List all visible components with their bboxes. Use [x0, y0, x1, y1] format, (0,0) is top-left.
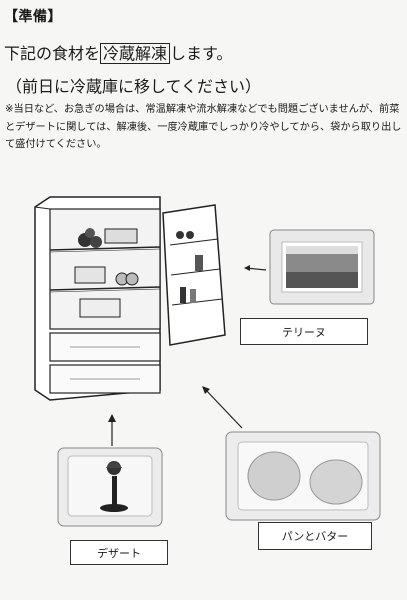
- instruction-prefix: 下記の食材を: [4, 44, 101, 63]
- instruction-line: 下記の食材を冷蔵解凍します。: [4, 40, 232, 64]
- terrine-package-image: [269, 229, 375, 305]
- item-label-bread-butter: パンとバター: [258, 522, 372, 550]
- dessert-package-image: [57, 447, 163, 527]
- bread-package-image: [225, 431, 381, 521]
- instruction-subline: （前日に冷蔵庫に移してください）: [6, 77, 262, 96]
- refrigerator-illustration: [34, 196, 226, 401]
- instruction-suffix: します。: [170, 44, 233, 63]
- arrow-up-left-icon: [202, 386, 243, 429]
- item-label-dessert: デザート: [70, 540, 168, 565]
- instruction-highlight: 冷蔵解凍: [100, 43, 171, 64]
- note-text: ※当日など、お急ぎの場合は、常温解凍や流水解凍などでも問題ございませんが、前菜と…: [5, 104, 402, 150]
- arrow-to-fridge-icon: [244, 265, 267, 271]
- item-label-terrine: テリーヌ: [240, 318, 368, 345]
- arrow-up-icon: [108, 414, 116, 446]
- section-heading: 【準備】: [4, 9, 62, 25]
